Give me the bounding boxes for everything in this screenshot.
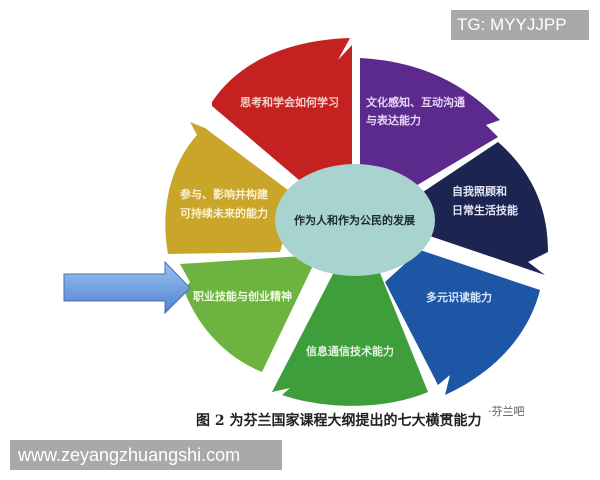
segment-label-work-life: 职业技能与创业精神	[193, 289, 292, 303]
source-mark: ·芬兰吧	[488, 405, 525, 418]
segment-label-ict: 信息通信技术能力	[306, 344, 394, 358]
segment-label-culture-line2: 与表达能力	[366, 113, 421, 127]
watermark-bottom: www.zeyangzhuangshi.com	[10, 440, 282, 470]
segment-work-life	[180, 255, 318, 372]
segment-label-multiliteracy: 多元识读能力	[426, 290, 492, 304]
segment-ict	[272, 268, 428, 406]
watermark-top: TG: MYYJJPP	[451, 10, 589, 40]
segment-label-self-care-line1: 自我照顾和	[452, 184, 507, 198]
segment-label-participation-line2: 可持续未来的能力	[180, 206, 268, 220]
segment-label-self-care-line2: 日常生活技能	[452, 203, 518, 217]
segment-self-care	[378, 142, 548, 275]
center-ellipse	[275, 164, 435, 276]
segment-label-participation-line1: 参与、影响并构建	[180, 187, 269, 201]
segment-label-thinking: 思考和学会如何学习	[240, 95, 339, 109]
figure-caption: 图 2 为芬兰国家课程大纲提出的七大横贯能力	[196, 413, 482, 429]
segment-label-culture-line1: 文化感知、互动沟通	[366, 95, 465, 109]
center-label: 作为人和作为公民的发展	[294, 213, 416, 227]
segment-multiliteracy	[385, 250, 540, 395]
segment-participation	[165, 122, 296, 254]
arrow-icon	[63, 260, 191, 315]
